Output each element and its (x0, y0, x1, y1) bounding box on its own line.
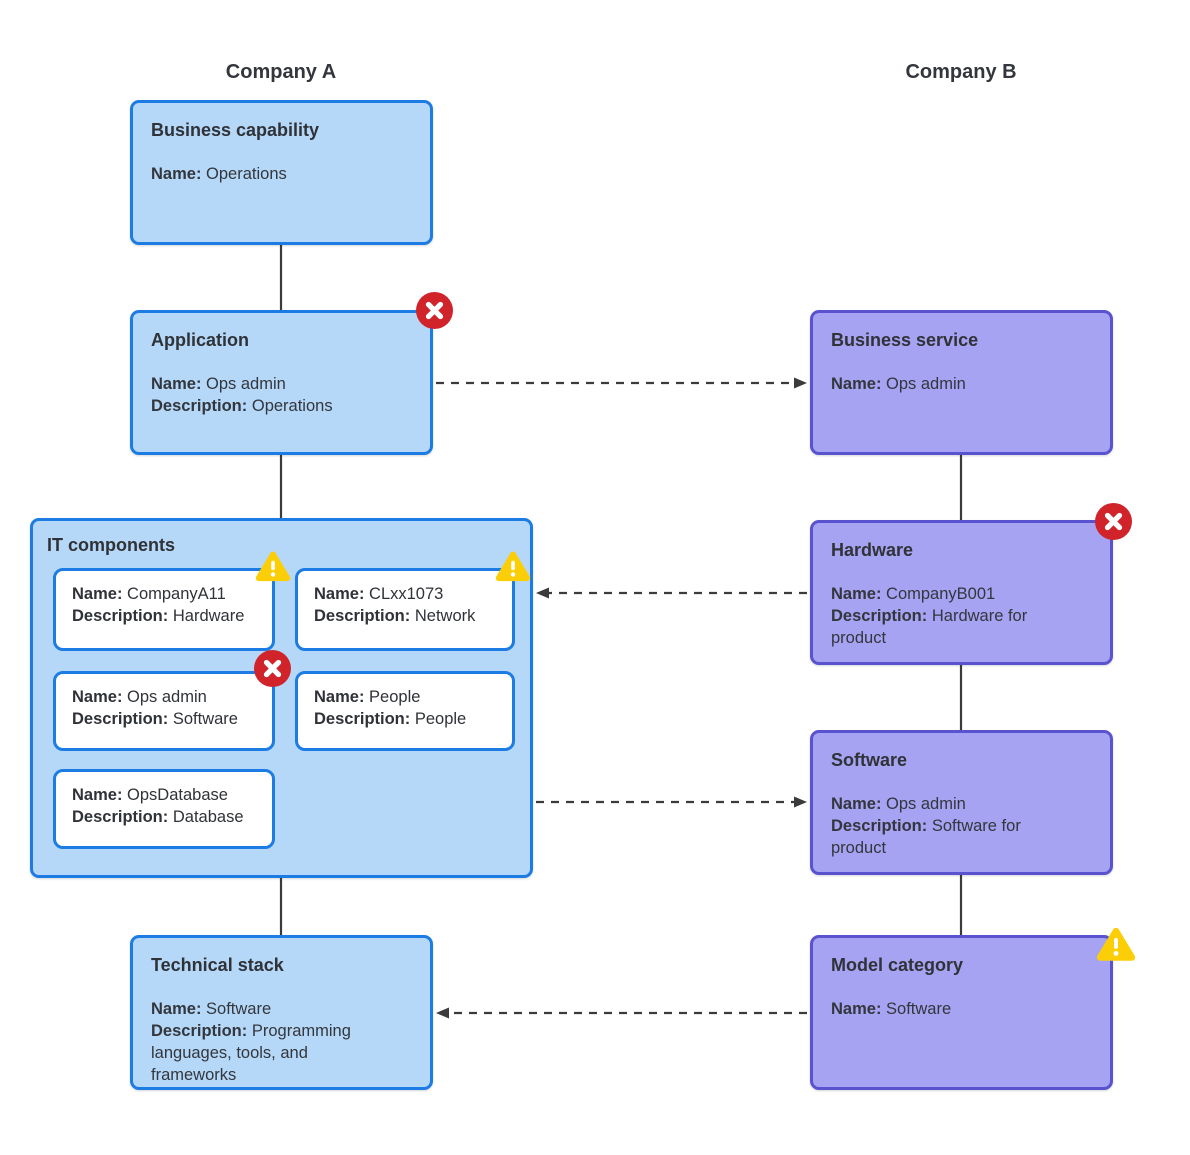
field-value: People (414, 710, 467, 728)
field-line: Name: Ops admin (151, 373, 412, 395)
box-title: IT components (47, 535, 176, 555)
field-line: Description: People (314, 708, 496, 730)
field-line: Name: Operations (151, 163, 412, 185)
it-component-companya11-warning-badge (255, 549, 291, 584)
it-component-clxx1073-warning-badge (495, 549, 531, 584)
it-component-ops-admin[interactable]: Name: Ops admin Description: Software (53, 671, 275, 751)
field-value: Software (206, 1000, 272, 1018)
field-label: Description: (72, 808, 169, 826)
field-label: Description: (831, 817, 928, 835)
box-title: Model category (831, 955, 964, 975)
field-value: Network (414, 607, 476, 625)
field-line: Name: CLxx1073 (314, 583, 496, 605)
field-label: Name: (831, 795, 882, 813)
field-value: Ops admin (127, 688, 207, 706)
field-value: CompanyB001 (886, 585, 996, 603)
field-label: Name: (831, 585, 882, 603)
field-value: Operations (251, 397, 333, 415)
field-value: Ops admin (886, 795, 966, 813)
application-error-badge (416, 292, 453, 329)
company-b-header: Company B (905, 61, 1017, 83)
it-component-opsdatabase[interactable]: Name: OpsDatabase Description: Database (53, 769, 275, 849)
field-value: CLxx1073 (369, 585, 444, 603)
it-component-clxx1073[interactable]: Name: CLxx1073 Description: Network (295, 568, 515, 651)
field-value: Software (886, 1000, 952, 1018)
field-label: Name: (314, 585, 365, 603)
model-category-box[interactable]: Model category Name: Software (810, 935, 1113, 1090)
application-box[interactable]: Application Name: Ops admin Description:… (130, 310, 433, 455)
business-service-box[interactable]: Business service Name: Ops admin (810, 310, 1113, 455)
warning-triangle-icon (495, 551, 531, 582)
field-value: OpsDatabase (127, 786, 228, 804)
model-category-warning-badge (1096, 925, 1136, 964)
field-line: Name: OpsDatabase (72, 784, 256, 806)
field-label: Description: (314, 607, 411, 625)
field-line: Description: Software (72, 708, 256, 730)
field-label: Name: (72, 688, 123, 706)
field-line: Description: Hardware for product (831, 605, 1039, 649)
field-label: Description: (314, 710, 411, 728)
box-title: Business service (831, 330, 979, 350)
box-title: Business capability (151, 120, 320, 140)
field-line: Name: CompanyB001 (831, 583, 1039, 605)
x-circle-icon (1095, 503, 1132, 540)
field-label: Name: (72, 786, 123, 804)
field-value: Operations (206, 165, 287, 183)
field-label: Name: (151, 1000, 202, 1018)
field-line: Description: Network (314, 605, 496, 627)
x-circle-icon (254, 650, 291, 687)
field-line: Name: Ops admin (72, 686, 256, 708)
field-value: Software (172, 710, 238, 728)
field-value: Hardware for product (831, 607, 1028, 647)
field-value: People (369, 688, 421, 706)
it-components-box[interactable]: IT components Name: CompanyA11 Descripti… (30, 518, 533, 878)
field-line: Name: Ops admin (831, 793, 1039, 815)
hardware-error-badge (1095, 503, 1132, 540)
field-line: Name: People (314, 686, 496, 708)
field-line: Name: Software (151, 998, 359, 1020)
software-box[interactable]: Software Name: Ops admin Description: So… (810, 730, 1113, 875)
technical-stack-box[interactable]: Technical stack Name: Software Descripti… (130, 935, 433, 1090)
field-label: Description: (151, 1022, 248, 1040)
field-line: Name: Ops admin (831, 373, 1092, 395)
field-value: Ops admin (206, 375, 286, 393)
it-component-companya11[interactable]: Name: CompanyA11 Description: Hardware (53, 568, 275, 651)
box-title: Software (831, 750, 908, 770)
field-label: Name: (72, 585, 123, 603)
hardware-box[interactable]: Hardware Name: CompanyB001 Description: … (810, 520, 1113, 665)
field-label: Description: (151, 397, 248, 415)
field-line: Name: Software (831, 998, 1092, 1020)
it-component-ops-admin-error-badge (254, 650, 291, 687)
warning-triangle-icon (1096, 927, 1136, 961)
field-line: Description: Software for product (831, 815, 1039, 859)
it-component-people[interactable]: Name: People Description: People (295, 671, 515, 751)
field-label: Description: (72, 607, 169, 625)
company-a-header: Company A (225, 61, 337, 83)
box-title: Hardware (831, 540, 914, 560)
field-line: Description: Database (72, 806, 256, 828)
field-label: Name: (151, 165, 202, 183)
field-line: Description: Hardware (72, 605, 256, 627)
box-title: Application (151, 330, 249, 350)
field-label: Name: (151, 375, 202, 393)
field-value: Programming languages, tools, and framew… (151, 1022, 351, 1084)
warning-triangle-icon (255, 551, 291, 582)
field-line: Description: Operations (151, 395, 412, 417)
field-value: Hardware (172, 607, 245, 625)
box-title: Technical stack (151, 955, 284, 975)
field-value: Database (172, 808, 244, 826)
business-capability-box[interactable]: Business capability Name: Operations (130, 100, 433, 245)
x-circle-icon (416, 292, 453, 329)
field-value: CompanyA11 (127, 585, 226, 603)
field-label: Name: (314, 688, 365, 706)
field-label: Name: (831, 1000, 882, 1018)
field-label: Name: (831, 375, 882, 393)
field-line: Name: CompanyA11 (72, 583, 256, 605)
field-label: Description: (72, 710, 169, 728)
field-value: Software for product (831, 817, 1021, 857)
field-line: Description: Programming languages, tool… (151, 1020, 359, 1086)
field-value: Ops admin (886, 375, 966, 393)
field-label: Description: (831, 607, 928, 625)
